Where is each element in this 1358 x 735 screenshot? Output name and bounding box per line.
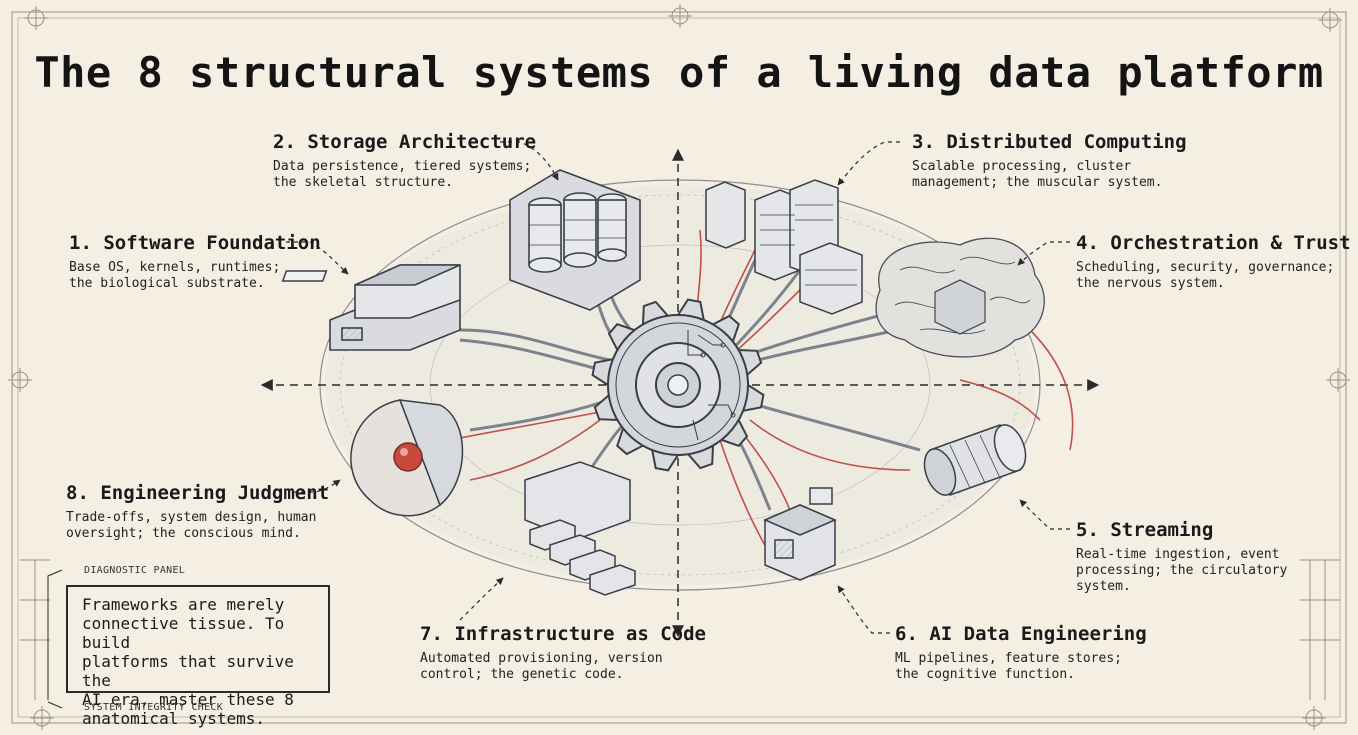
diagnostic-panel: Frameworks are merely connective tissue.… [66, 585, 330, 728]
panel-top-label: DIAGNOSTIC PANEL [84, 565, 186, 576]
system-title: 3. Distributed Computing [912, 131, 1187, 153]
crosshair-icon [8, 4, 1350, 730]
system-ai-data-engineering: 6. AI Data Engineering ML pipelines, fea… [895, 623, 1147, 683]
streaming-turbine-icon [923, 424, 1027, 496]
system-title: 4. Orchestration & Trust [1076, 232, 1351, 254]
system-description: Base OS, kernels, runtimes;the biologica… [69, 260, 281, 291]
system-title: 7. Infrastructure as Code [420, 623, 706, 645]
brain-icon [875, 237, 1045, 358]
judgment-core-icon [350, 399, 464, 517]
system-description: Data persistence, tiered systems;the ske… [273, 159, 532, 190]
ai-processor-cube-icon [763, 487, 837, 581]
system-distributed-computing: 3. Distributed Computing Scalable proces… [912, 131, 1187, 191]
system-title: 1. Software Foundation [69, 232, 321, 254]
system-description: ML pipelines, feature stores;the cogniti… [895, 651, 1122, 682]
storage-cylinders-icon [509, 169, 641, 311]
system-storage-architecture: 2. Storage Architecture Data persistence… [273, 131, 536, 191]
system-title: 8. Engineering Judgment [66, 482, 330, 504]
system-title: 5. Streaming [1076, 519, 1214, 541]
system-description: Scheduling, security, governance;the ner… [1076, 260, 1335, 291]
panel-bottom-label: SYSTEM INTEGRITY CHECK [84, 702, 224, 713]
server-racks-icon [705, 179, 863, 315]
system-infrastructure-as-code: 7. Infrastructure as Code Automated prov… [420, 623, 706, 683]
system-title: 2. Storage Architecture [273, 131, 537, 153]
page-title: The 8 structural systems of a living dat… [34, 48, 1324, 97]
system-software-foundation: 1. Software Foundation Base OS, kernels,… [69, 232, 321, 292]
system-title: 6. AI Data Engineering [895, 623, 1147, 645]
panel-text: Frameworks are merely connective tissue.… [82, 595, 294, 728]
central-gear-icon [591, 298, 765, 472]
system-engineering-judgment: 8. Engineering Judgment Trade-offs, syst… [66, 482, 329, 542]
system-orchestration-trust: 4. Orchestration & Trust Scheduling, sec… [1076, 232, 1351, 292]
infrastructure-blocks-icon [524, 461, 636, 596]
foundation-chassis-icon [281, 264, 461, 351]
